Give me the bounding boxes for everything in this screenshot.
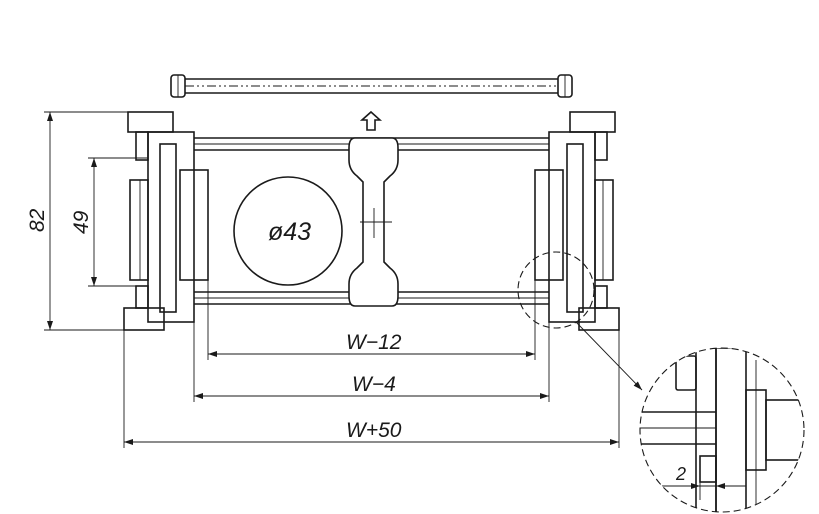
cable-circle: ø43 bbox=[233, 176, 343, 286]
height-inner-label: 49 bbox=[70, 210, 93, 234]
removable-crossbar bbox=[170, 74, 573, 98]
dimension-height-inner: 49 bbox=[70, 157, 148, 287]
leader-arrow-icon bbox=[575, 321, 643, 391]
separator bbox=[348, 137, 399, 307]
width-inner-label: W−12 bbox=[346, 331, 402, 354]
width-mid-label: W−4 bbox=[352, 373, 396, 396]
detail-view: 2 bbox=[639, 347, 805, 513]
dimension-width-outer: W+50 bbox=[123, 330, 620, 448]
up-arrow-icon bbox=[359, 110, 383, 131]
detail-gap-label: 2 bbox=[675, 464, 686, 484]
diameter-label: ø43 bbox=[268, 218, 311, 246]
dimension-height-outer: 82 bbox=[26, 111, 128, 331]
right-side-frame bbox=[534, 111, 620, 331]
height-outer-label: 82 bbox=[26, 208, 49, 232]
dimension-width-mid: W−4 bbox=[193, 322, 550, 402]
detail-callout bbox=[517, 251, 643, 391]
left-side-frame bbox=[123, 111, 209, 331]
dimension-width-inner: W−12 bbox=[207, 280, 536, 360]
width-outer-label: W+50 bbox=[346, 419, 402, 442]
